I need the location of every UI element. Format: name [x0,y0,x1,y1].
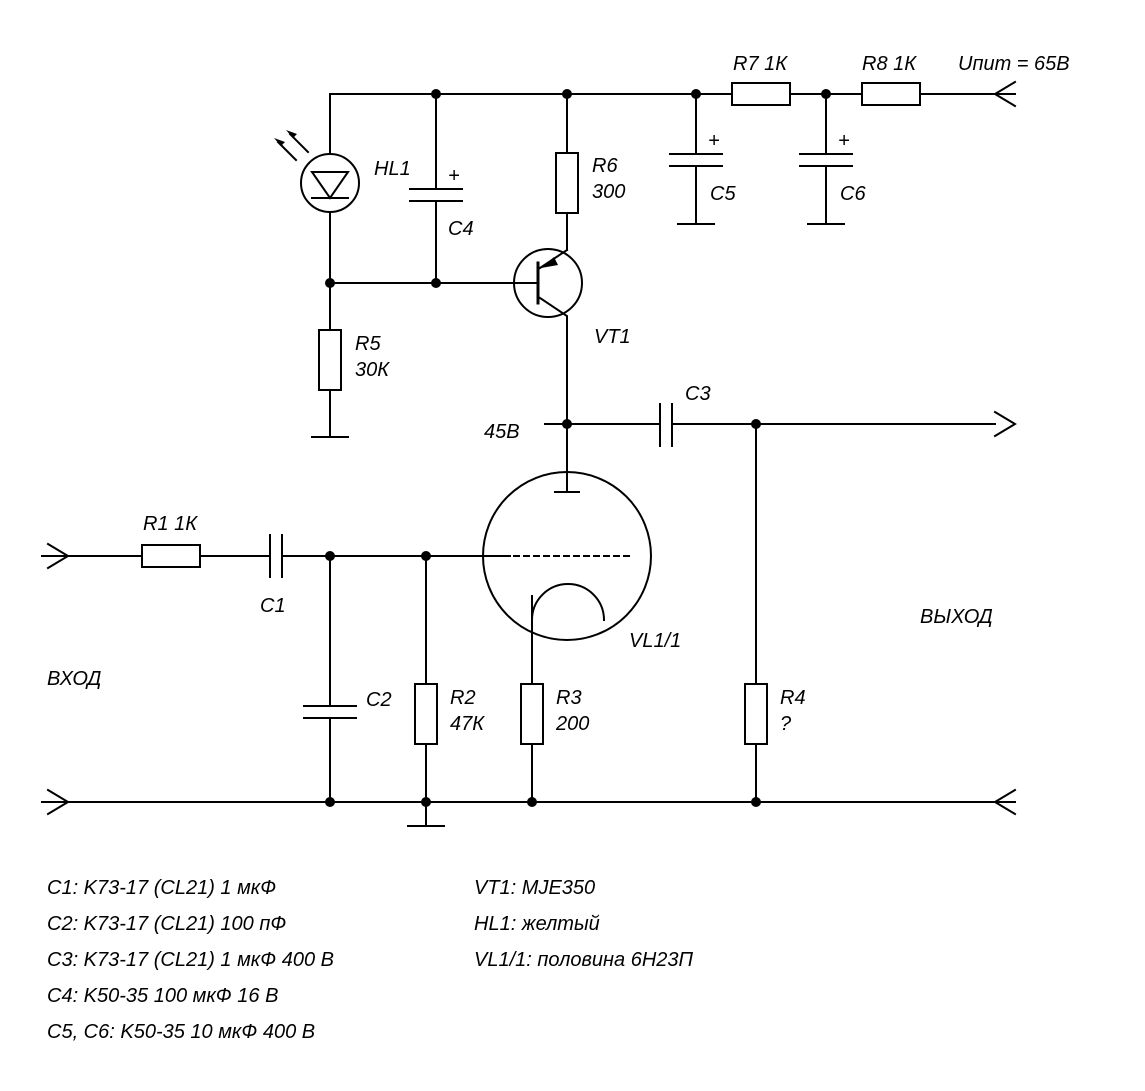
note-line: VT1: MJE350 [474,877,596,899]
label-c2: C2 [366,689,392,711]
led-hl1 [274,93,360,284]
label-r4-name: R4 [780,687,806,709]
label-c4: C4 [448,218,474,240]
transistor-vt1 [513,248,583,425]
label-r5-name: R5 [355,333,381,355]
resistor-r2 [407,555,445,827]
label-c6-plus: + [838,130,850,152]
input-arrow-top [46,542,70,570]
label-input: ВХОД [47,668,101,690]
resistor-r5 [311,282,349,438]
resistor-r7 [731,82,791,106]
label-r3-name: R3 [556,687,582,709]
label-r2-value: 47К [450,713,485,735]
input-arrow-bottom [46,788,70,816]
note-line: VL1/1: половина 6Н23П [474,949,694,971]
capacitor-c3 [659,403,673,447]
output-arrow-bottom [993,788,1017,816]
label-node-voltage: 45В [484,421,520,443]
resistor-r6 [555,93,579,251]
note-line: C1: K73-17 (CL21) 1 мкФ [47,877,277,899]
label-r6-value: 300 [592,181,625,203]
label-c5-plus: + [708,130,720,152]
label-r3-value: 200 [555,713,589,735]
tube-vl1 [482,423,652,681]
component-notes-right: VT1: MJE350 HL1: желтый VL1/1: половина … [474,870,693,978]
resistor-r1 [141,544,201,568]
label-supply: Uпит = 65В [958,53,1070,75]
label-r2-name: R2 [450,687,476,709]
note-line: HL1: желтый [474,913,600,935]
label-vt1: VT1 [594,326,631,348]
resistor-r8 [861,82,921,106]
component-notes-left: C1: K73-17 (CL21) 1 мкФ C2: K73-17 (CL21… [47,870,334,1050]
capacitor-c4 [409,93,463,284]
capacitor-c5 [669,93,723,225]
label-r1: R1 1К [143,513,198,535]
light-emission-arrows-icon [274,130,310,162]
supply-input-arrow [993,80,1017,108]
label-c1: C1 [260,595,286,617]
note-line: C2: K73-17 (CL21) 100 пФ [47,913,287,935]
note-line: C3: K73-17 (CL21) 1 мкФ 400 В [47,949,334,971]
note-line: C4: K50-35 100 мкФ 16 В [47,985,279,1007]
label-r8: R8 1К [862,53,917,75]
label-output: ВЫХОД [920,606,993,628]
capacitor-c2 [303,555,357,803]
capacitor-c1 [269,534,283,578]
output-arrow-top [993,410,1017,438]
label-c6: C6 [840,183,866,205]
label-r6-name: R6 [592,155,618,177]
label-vl1: VL1/1 [629,630,681,652]
note-line: C5, C6: K50-35 10 мкФ 400 В [47,1021,316,1043]
label-r5-value: 30К [355,359,390,381]
junction-dots [325,89,831,807]
resistor-r4 [744,423,768,803]
capacitor-c6 [799,93,853,225]
label-hl1: HL1 [374,158,411,180]
label-r4-value: ? [780,713,792,735]
label-c5: C5 [710,183,736,205]
emitter-arrow-icon [541,257,558,268]
label-r7: R7 1К [733,53,788,75]
resistor-r3 [520,679,544,803]
label-c4-plus: + [448,165,460,187]
label-c3: C3 [685,383,711,405]
